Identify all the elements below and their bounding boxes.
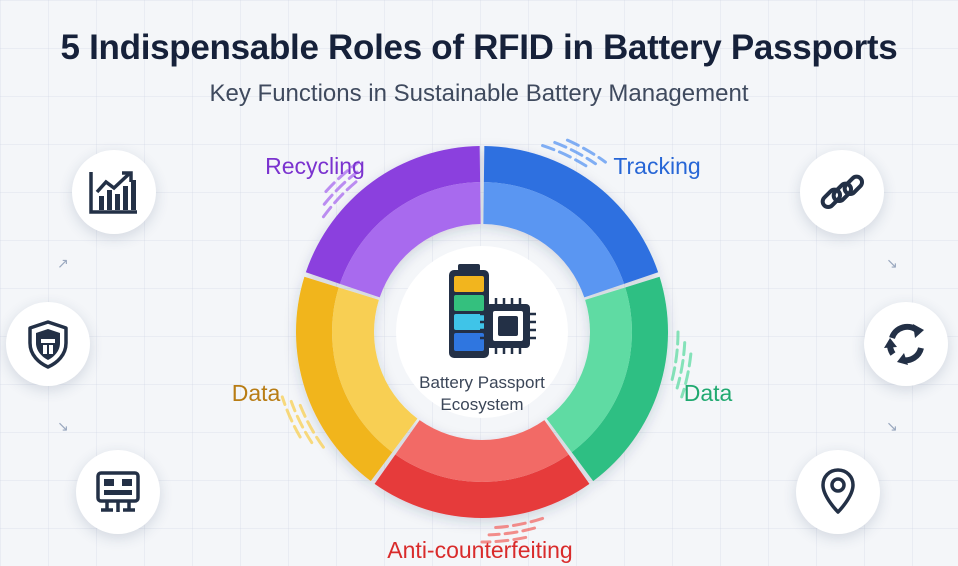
- segment-data-left-accent-dash: [280, 395, 302, 439]
- segment-anti-counterfeiting-accent-dash: [494, 516, 545, 530]
- chain-link-icon-circle: [800, 150, 884, 234]
- segment-tracking-accent-dash: [541, 144, 588, 168]
- segment-data-right-accent-dash: [680, 352, 693, 399]
- segment-data-right-accent-dash: [670, 330, 680, 381]
- battery-chip-icon: [449, 264, 536, 358]
- segment-label-data-right: Data: [684, 380, 733, 406]
- segment-recycling-accent-dash: [321, 180, 358, 219]
- page-title: 5 Indispensable Roles of RFID in Battery…: [60, 28, 898, 67]
- segment-label-data-left: Data: [232, 380, 281, 406]
- segment-tracking-accent-dash: [565, 138, 607, 164]
- location-pin-icon-circle: [796, 450, 880, 534]
- chain-link-icon: [820, 174, 865, 210]
- network-module-icon-circle: [76, 450, 160, 534]
- recycle-arrows-icon-circle: [864, 302, 948, 386]
- shield-icon: [28, 320, 68, 369]
- segment-recycling-outer: [305, 146, 481, 284]
- segment-data-right-accent-dash: [675, 341, 687, 390]
- battery-cell-2: [454, 295, 484, 311]
- segment-anti-counterfeiting-accent-dash: [480, 535, 528, 544]
- segment-data-left-accent-dash: [289, 399, 314, 445]
- center-label-line1: Battery Passport: [419, 373, 545, 392]
- segment-recycling-accent-dash: [324, 160, 361, 193]
- battery-cell-3: [454, 314, 484, 330]
- page-subtitle: Key Functions in Sustainable Battery Man…: [209, 80, 749, 107]
- segment-data-left-inner: [332, 287, 418, 453]
- network-module-icon: [96, 471, 140, 512]
- segment-anti-counterfeiting-inner: [395, 420, 569, 483]
- bar-chart-icon-circle: [72, 150, 156, 234]
- shield-icon-circle: [6, 302, 90, 386]
- left-arrow-1: ↗: [57, 255, 69, 271]
- segment-recycling-accent-dash: [322, 170, 359, 206]
- segment-label-tracking: Tracking: [613, 153, 700, 179]
- segment-label-recycling: Recycling: [265, 153, 365, 179]
- recycle-arrows-icon: [884, 323, 924, 365]
- segment-data-right-outer: [571, 276, 668, 482]
- segment-tracking-inner: [483, 182, 625, 298]
- battery-cell-4: [454, 333, 484, 351]
- segment-anti-counterfeiting-outer: [374, 454, 590, 518]
- segment-recycling-inner: [339, 182, 481, 298]
- segment-data-left-accent-dash: [298, 403, 325, 449]
- segment-data-right-inner: [546, 287, 632, 453]
- center-label-line2: Ecosystem: [440, 395, 524, 414]
- battery-cell-1: [454, 276, 484, 292]
- left-arrow-2: ↘: [57, 418, 69, 434]
- center-label: Battery Passport Ecosystem: [400, 372, 564, 416]
- segment-tracking-accent-dash: [553, 140, 598, 166]
- bar-chart-icon: [89, 171, 137, 214]
- segment-label-anti-counterfeiting: Anti-counterfeiting: [387, 537, 572, 563]
- segment-data-left-outer: [296, 276, 393, 482]
- segment-tracking-outer: [483, 146, 659, 284]
- right-arrow-1: ↘: [886, 255, 898, 271]
- segment-anti-counterfeiting-accent-dash: [487, 526, 537, 537]
- right-arrow-2: ↘: [886, 418, 898, 434]
- location-pin-icon: [821, 468, 855, 514]
